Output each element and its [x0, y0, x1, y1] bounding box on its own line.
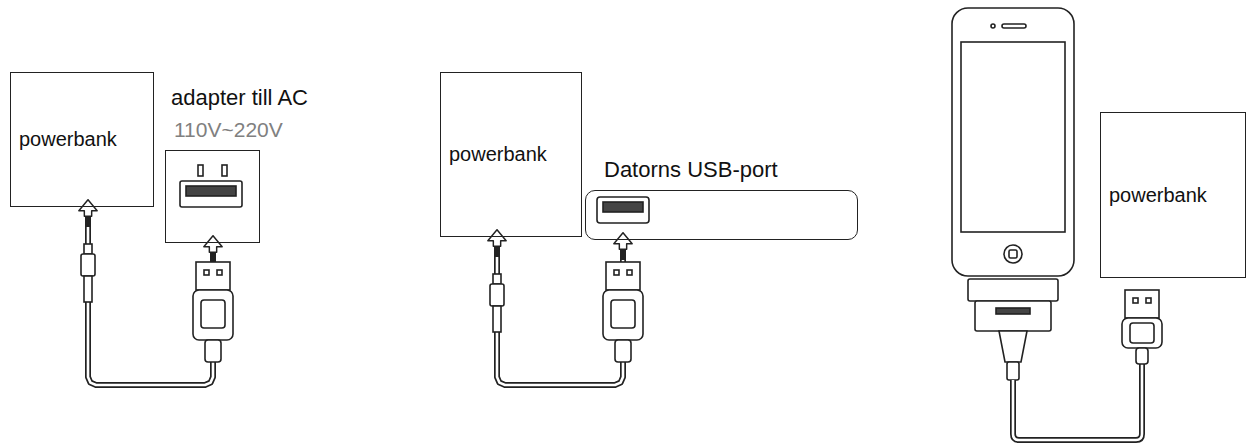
usb-plug [603, 262, 643, 362]
usb-port-tongue [186, 186, 236, 196]
usb-port [180, 181, 242, 207]
dock-connector [968, 279, 1058, 380]
powerbank-box: powerbank [1100, 112, 1246, 278]
part-label: adapter till AC [171, 85, 308, 111]
box-label: powerbank [1109, 184, 1237, 207]
part-label: Datorns USB-port [604, 157, 778, 183]
usb-plug [1122, 290, 1162, 364]
phone [952, 8, 1074, 276]
plug-prong [222, 165, 227, 176]
box-label: powerbank [449, 143, 573, 166]
micro-usb-plug [81, 244, 95, 302]
usb-plug [193, 262, 233, 362]
phone-cable [1013, 362, 1142, 440]
ac-adapter: adapter till AC110V~220V [165, 150, 260, 243]
powerbank-box: powerbank [10, 72, 154, 207]
computer: Datorns USB-port [585, 190, 858, 240]
micro-usb-plug [490, 274, 504, 332]
powerbank-box: powerbank [440, 72, 582, 237]
usb-port-tongue [603, 202, 643, 212]
voltage-label: 110V~220V [174, 118, 283, 142]
box-label: powerbank [19, 128, 145, 151]
usb-port [597, 197, 649, 223]
plug-prong [198, 165, 203, 176]
